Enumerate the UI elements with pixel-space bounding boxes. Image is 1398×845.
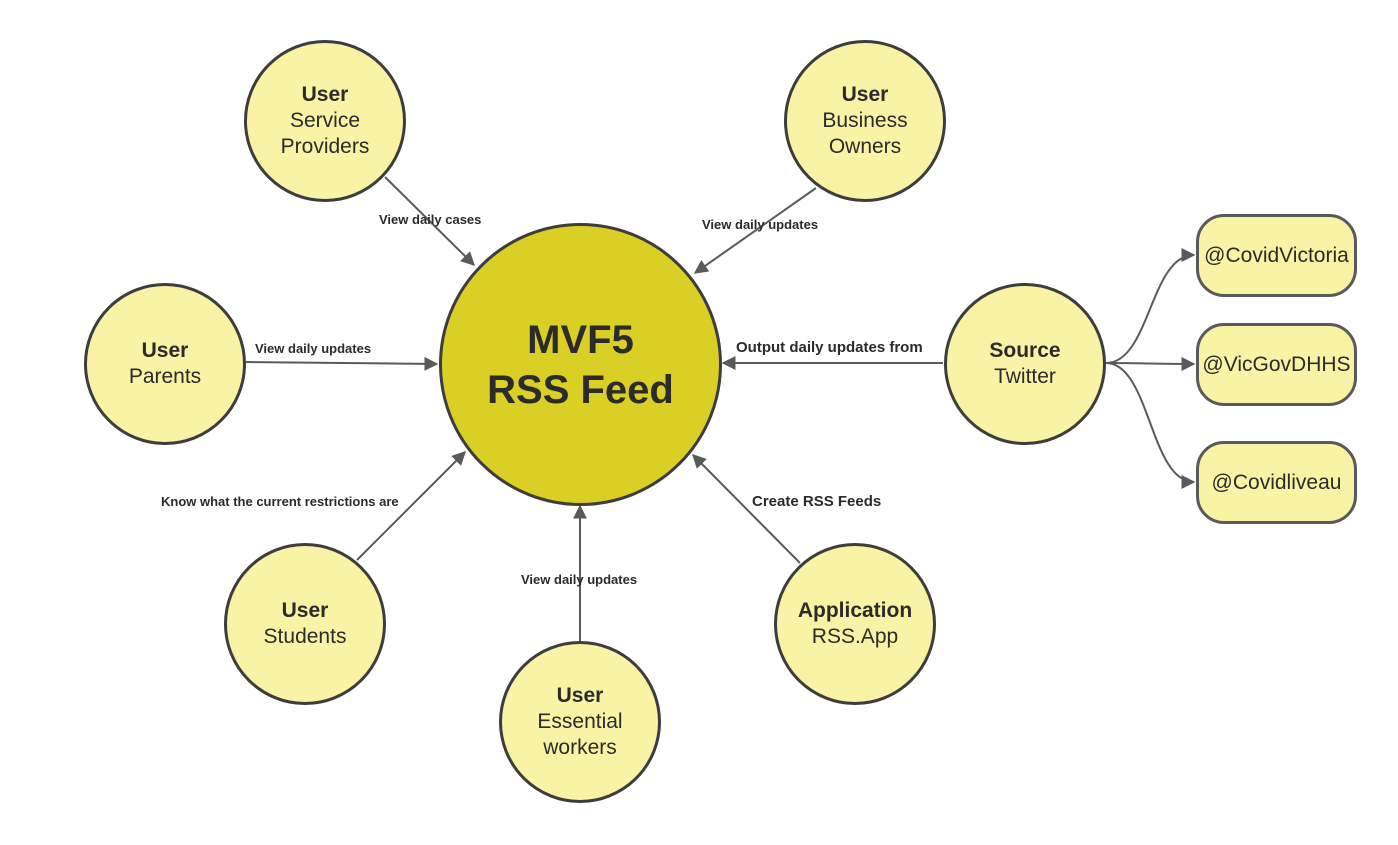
account-covidvictoria: @CovidVictoria <box>1196 214 1357 297</box>
edge-account-3 <box>1105 362 1196 489</box>
node-role: User <box>141 339 189 362</box>
node-name: Service Providers <box>280 109 370 158</box>
edge-account-2 <box>1105 356 1196 371</box>
mvf5-rss-feed-node: MVF5 RSS Feed <box>439 223 722 506</box>
node-name: Parents <box>128 365 202 388</box>
node-name: Essential workers <box>537 710 623 759</box>
node-students: User Students <box>224 543 386 705</box>
node-role: Application <box>797 599 913 622</box>
node-essential-workers: User Essential workers <box>499 641 661 803</box>
node-role: User <box>281 599 329 622</box>
edge-label-students: Know what the current restrictions are <box>161 494 399 509</box>
node-name: Twitter <box>994 365 1056 388</box>
center-title-line1: MVF5 <box>527 317 634 362</box>
edge-parents <box>245 356 439 371</box>
node-business-owners: User Business Owners <box>784 40 946 202</box>
node-source-twitter: Source Twitter <box>944 283 1106 445</box>
edge-label-business-owners: View daily updates <box>702 217 819 232</box>
edge-business-owners <box>693 187 817 274</box>
edge-service-providers <box>384 176 475 266</box>
node-name: RSS.App <box>811 625 899 648</box>
edge-label-essential-workers: View daily updates <box>521 572 638 587</box>
account-covidliveau: @Covidliveau <box>1196 441 1357 524</box>
node-role: User <box>301 83 349 106</box>
node-role: User <box>841 83 889 106</box>
edge-label-service-providers: View daily cases <box>379 212 482 227</box>
edge-label-application: Create RSS Feeds <box>752 493 882 510</box>
node-application: Application RSS.App <box>774 543 936 705</box>
node-name: Business Owners <box>822 109 908 158</box>
edge-label-parents: View daily updates <box>255 341 372 356</box>
edge-application <box>692 454 801 564</box>
node-name: Students <box>263 625 347 648</box>
center-title-line2: RSS Feed <box>487 367 674 412</box>
node-role: User <box>556 684 604 707</box>
node-parents: User Parents <box>84 283 246 445</box>
edge-students <box>356 451 466 561</box>
account-vicgovdhhs: @VicGovDHHS <box>1196 323 1357 406</box>
node-role: Source <box>989 339 1061 362</box>
edge-account-1 <box>1105 248 1196 364</box>
edge-label-source: Output daily updates from <box>736 339 923 356</box>
node-service-providers: User Service Providers <box>244 40 406 202</box>
